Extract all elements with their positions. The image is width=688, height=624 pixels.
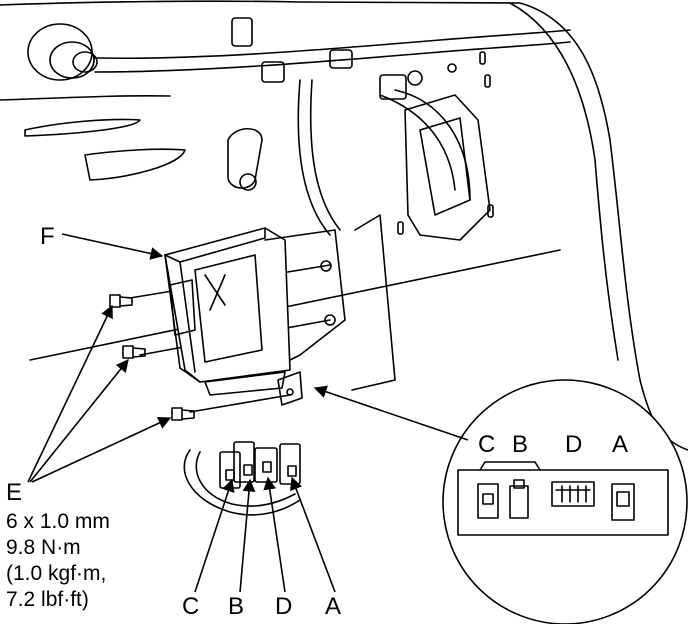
- harness-branch-right: [379, 94, 456, 191]
- body-panel-outline: [0, 0, 688, 451]
- panel-inner-edge: [0, 95, 171, 101]
- grommet: [27, 23, 98, 81]
- bolt: [109, 294, 133, 308]
- callout-E-arrow-2: [29, 359, 129, 483]
- callout-E-label: E: [6, 479, 22, 506]
- inset-B-label: B: [512, 431, 528, 458]
- callout-D-arrow: [263, 476, 286, 593]
- harness-clip-nut: [407, 70, 423, 86]
- bolt: [171, 407, 195, 421]
- harness-clip: [231, 17, 253, 47]
- panel-slot: [84, 148, 186, 181]
- bolt-size-spec: 6 x 1.0 mm: [6, 510, 110, 533]
- panel-slot: [24, 118, 141, 137]
- callout-F-label: F: [40, 223, 55, 250]
- torque-lbf-spec: 7.2 lbf·ft): [6, 588, 89, 611]
- control-unit: [164, 227, 346, 406]
- mount-guide-line: [29, 249, 561, 361]
- panel-hole: [479, 51, 486, 65]
- harness-branch-down: [297, 79, 331, 236]
- callout-A-arrow: [290, 476, 336, 593]
- bolt: [122, 345, 146, 359]
- callout-B-arrow: [239, 478, 256, 593]
- panel-hole: [487, 204, 494, 218]
- callout-E-arrow-1: [27, 304, 113, 483]
- inset-D-label: D: [565, 431, 582, 458]
- callout-D-label: D: [275, 593, 292, 620]
- inset-C-label: C: [478, 431, 495, 458]
- callout-C-arrow: [194, 478, 235, 593]
- panel-hole: [397, 221, 404, 235]
- panel-hollow: [227, 127, 263, 189]
- torque-nm-spec: 9.8 N·m: [6, 536, 81, 559]
- callout-F-arrow: [61, 233, 164, 260]
- callout-A-label: A: [325, 593, 341, 620]
- right-bracket: [404, 94, 491, 241]
- callout-B-label: B: [228, 593, 244, 620]
- panel-hole: [484, 74, 491, 88]
- main-harness-lower: [94, 41, 571, 73]
- mount-guide-line: [351, 214, 396, 391]
- mount-guide-line: [189, 394, 291, 413]
- harness-clip: [329, 49, 353, 69]
- callout-C-label: C: [182, 593, 199, 620]
- callout-inset-arrow: [313, 385, 469, 441]
- callout-E-arrow-3: [31, 417, 172, 483]
- door-opening-edge: [509, 2, 619, 361]
- torque-kgf-spec: (1.0 kgf·m,: [6, 562, 106, 585]
- harness-clip-nut: [447, 63, 457, 73]
- right-bracket-inner: [419, 117, 471, 216]
- harness-branch-right-2: [394, 89, 471, 201]
- harness-clip: [379, 74, 407, 100]
- connector-detail-inset: [442, 379, 688, 624]
- main-harness: [94, 29, 571, 60]
- harness-clip: [261, 61, 285, 83]
- inset-A-label: A: [612, 431, 628, 458]
- harness-branch-down-2: [309, 79, 341, 231]
- panel-stud: [239, 173, 257, 191]
- connector-cluster: [183, 441, 301, 516]
